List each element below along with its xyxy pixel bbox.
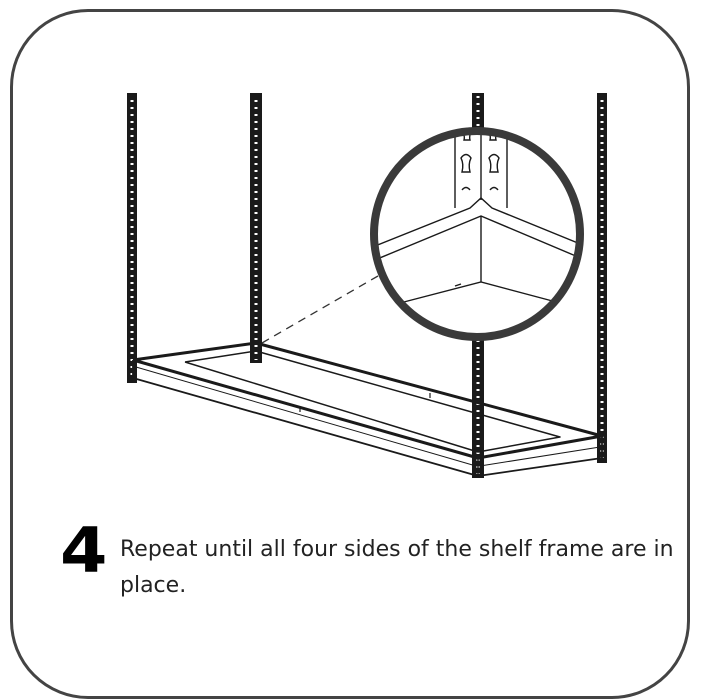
step-instruction: Repeat until all four sides of the shelf…	[120, 537, 674, 598]
upright-post-front-left	[127, 93, 137, 383]
upright-post-rear-right	[597, 93, 607, 463]
detail-leader-line	[261, 275, 379, 344]
shelf-frame	[132, 341, 604, 477]
upright-post-front-right	[472, 93, 484, 478]
corner-detail-zoom	[370, 127, 584, 341]
step-number: 4	[60, 514, 108, 587]
instruction-card	[10, 9, 690, 699]
upright-post-rear-left	[250, 93, 262, 363]
